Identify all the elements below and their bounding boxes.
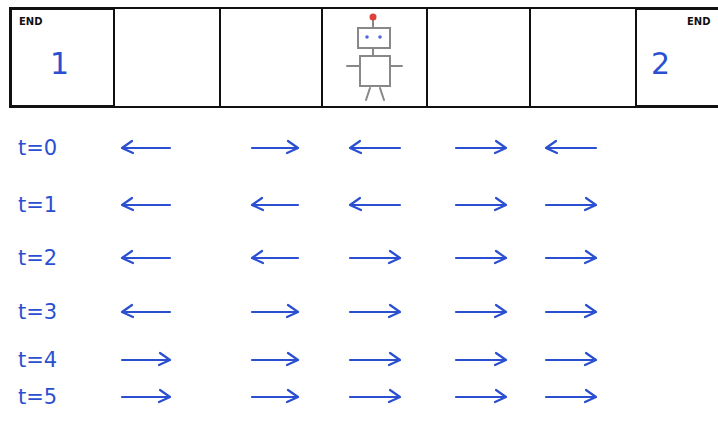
grid-cell: END 2 <box>635 8 718 107</box>
right-arrow <box>350 251 400 263</box>
time-label: t=0 <box>18 136 57 160</box>
arrow-field <box>122 141 596 402</box>
right-arrow <box>350 353 400 365</box>
right-arrow <box>122 390 170 402</box>
right-arrow <box>350 390 400 402</box>
cell-grid <box>10 8 718 107</box>
end-tag: END <box>19 16 43 27</box>
left-arrow <box>350 198 400 210</box>
time-label: t=4 <box>18 348 57 372</box>
right-arrow <box>252 141 298 153</box>
cell-divider <box>219 8 221 107</box>
robot-figure <box>347 20 402 100</box>
time-label: t=5 <box>18 385 57 409</box>
left-arrow <box>252 198 298 210</box>
left-arrow <box>252 251 298 263</box>
left-arrow <box>350 141 400 153</box>
right-arrow <box>252 305 298 317</box>
time-label: t=2 <box>18 246 57 270</box>
cell-number: 2 <box>651 46 670 81</box>
right-arrow <box>456 251 506 263</box>
right-arrow <box>456 390 506 402</box>
left-arrow <box>122 198 170 210</box>
left-arrow <box>122 141 170 153</box>
cell-divider <box>321 8 323 107</box>
time-label: t=3 <box>18 300 57 324</box>
grid-cell: END 1 <box>10 8 115 107</box>
right-arrow <box>546 251 596 263</box>
right-arrow <box>350 305 400 317</box>
left-arrow <box>122 251 170 263</box>
cell-divider <box>426 8 428 107</box>
end-tag: END <box>687 16 711 27</box>
right-arrow <box>252 353 298 365</box>
right-arrow <box>456 198 506 210</box>
right-arrow <box>546 390 596 402</box>
right-arrow <box>252 390 298 402</box>
right-arrow <box>546 305 596 317</box>
left-arrow <box>546 141 596 153</box>
grid-outline <box>10 8 718 107</box>
right-arrow <box>456 353 506 365</box>
robot-eye <box>365 35 369 39</box>
right-arrow <box>456 141 506 153</box>
robot-eye <box>378 35 382 39</box>
right-arrow <box>456 305 506 317</box>
robot-antenna <box>370 14 377 21</box>
right-arrow <box>546 353 596 365</box>
cell-number: 1 <box>50 46 69 81</box>
left-arrow <box>122 305 170 317</box>
time-label: t=1 <box>18 193 57 217</box>
right-arrow <box>546 198 596 210</box>
right-arrow <box>122 353 170 365</box>
cell-divider <box>529 8 531 107</box>
